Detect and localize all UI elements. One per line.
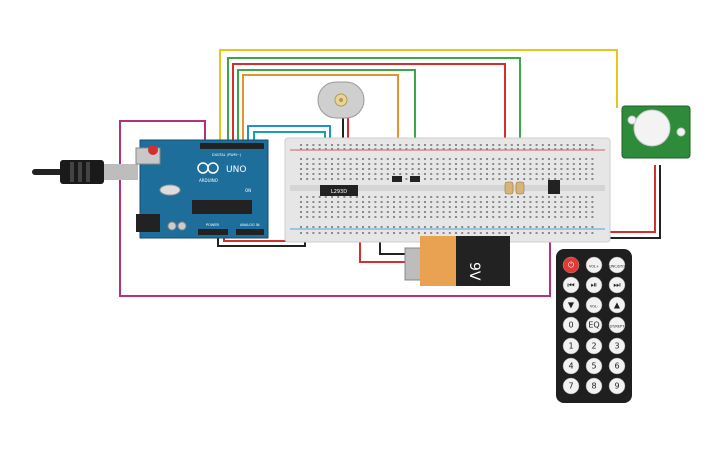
ir-receiver[interactable]: [548, 180, 560, 194]
remote-button-2[interactable]: FUNC/STOP: [607, 256, 627, 274]
wire-orange-1: [242, 74, 399, 165]
remote-button-11[interactable]: ST/REPT: [608, 316, 626, 334]
reset-button[interactable]: [148, 145, 158, 155]
remote-button-label: 0: [568, 321, 573, 330]
pir-sensor[interactable]: [621, 105, 691, 159]
remote-button-1[interactable]: VOL+: [585, 256, 603, 274]
wire-green-1: [227, 57, 521, 165]
remote-button-7[interactable]: VOL-: [585, 296, 603, 314]
remote-button-0[interactable]: ⏻: [562, 256, 580, 274]
breadboard-holes: [300, 144, 594, 234]
analog-header: [236, 229, 264, 235]
arduino-logo-text: ARDUINO: [199, 178, 218, 183]
on-led-label: ON: [245, 188, 251, 193]
remote-button-label: FUNC/STOP: [607, 265, 627, 269]
remote-button-6[interactable]: ▼: [562, 296, 580, 314]
remote-button-label: 7: [568, 382, 573, 391]
remote-button-label: 6: [614, 362, 619, 371]
remote-button-9[interactable]: 0: [562, 316, 580, 334]
arduino-model: UNO: [226, 165, 246, 175]
analog-header-label: ANALOG IN: [240, 223, 260, 227]
remote-button-label: EQ: [588, 321, 599, 330]
battery-9v[interactable]: 9V: [404, 236, 510, 286]
remote-button-4[interactable]: ⏯: [585, 276, 603, 294]
breadboard-center-channel: [290, 185, 605, 191]
remote-button-8[interactable]: ▲: [608, 296, 626, 314]
power-jack: [136, 214, 160, 232]
wire-red-1: [232, 63, 506, 165]
remote-button-label: ▲: [614, 301, 621, 310]
remote-button-label: 2: [591, 342, 596, 351]
remote-button-label: 4: [568, 362, 573, 371]
remote-button-15[interactable]: 4: [562, 357, 580, 375]
arduino-uno-board[interactable]: ARDUINO UNO DIGITAL (PWM~) POWER ANALOG …: [135, 139, 269, 239]
remote-button-label: ▼: [568, 301, 575, 310]
power-header-label: POWER: [206, 223, 220, 227]
remote-button-18[interactable]: 7: [562, 377, 580, 395]
resistor-1: [504, 181, 514, 195]
remote-button-label: 8: [591, 382, 596, 391]
power-header: [198, 229, 228, 235]
digital-header-label: DIGITAL (PWM~): [212, 153, 242, 157]
remote-button-label: ⏯: [591, 281, 597, 290]
remote-button-3[interactable]: ⏮: [562, 276, 580, 294]
crystal: [159, 184, 181, 196]
wire-green-2: [237, 69, 416, 165]
remote-button-label: 5: [591, 362, 596, 371]
dc-motor[interactable]: [317, 81, 365, 119]
remote-button-13[interactable]: 2: [585, 337, 603, 355]
remote-button-label: ⏭: [613, 281, 620, 290]
remote-button-label: ST/REPT: [610, 325, 625, 329]
digital-header: [200, 143, 264, 149]
remote-button-19[interactable]: 8: [585, 377, 603, 395]
pushbutton-2[interactable]: [410, 176, 420, 182]
remote-button-label: ⏮: [567, 281, 574, 290]
remote-button-10[interactable]: EQ: [585, 316, 603, 334]
remote-button-16[interactable]: 5: [585, 357, 603, 375]
ir-remote[interactable]: ⏻ VOL+ FUNC/STOP ⏮ ⏯ ⏭ ▼ VOL- ▲ 0 EQ ST/REPT 1 2 3 4 5 6 7…: [556, 249, 632, 403]
breadboard[interactable]: [284, 137, 611, 243]
remote-button-label: 3: [614, 342, 619, 351]
usb-cable: [32, 160, 138, 184]
wire-magenta: [119, 120, 551, 297]
wire-yellow-pir-signal: [219, 49, 618, 148]
arduino-logo-icon: [197, 162, 219, 174]
remote-button-label: VOL-: [590, 305, 599, 309]
pushbutton-1[interactable]: [392, 176, 402, 182]
motor-driver-chip[interactable]: L293D: [320, 185, 358, 196]
remote-button-label: 9: [614, 382, 619, 391]
resistor-2: [515, 181, 525, 195]
motor-driver-label: L293D: [331, 189, 347, 195]
atmega-chip: [192, 200, 252, 214]
power-icon: ⏻: [568, 261, 575, 270]
capacitor-1: [167, 221, 177, 231]
remote-button-label: VOL+: [589, 265, 599, 269]
capacitor-2: [177, 221, 187, 231]
remote-button-20[interactable]: 9: [608, 377, 626, 395]
battery-label: 9V: [466, 262, 482, 281]
remote-button-5[interactable]: ⏭: [608, 276, 626, 294]
remote-button-14[interactable]: 3: [608, 337, 626, 355]
remote-button-label: 1: [568, 342, 573, 351]
remote-button-17[interactable]: 6: [608, 357, 626, 375]
remote-button-12[interactable]: 1: [562, 337, 580, 355]
